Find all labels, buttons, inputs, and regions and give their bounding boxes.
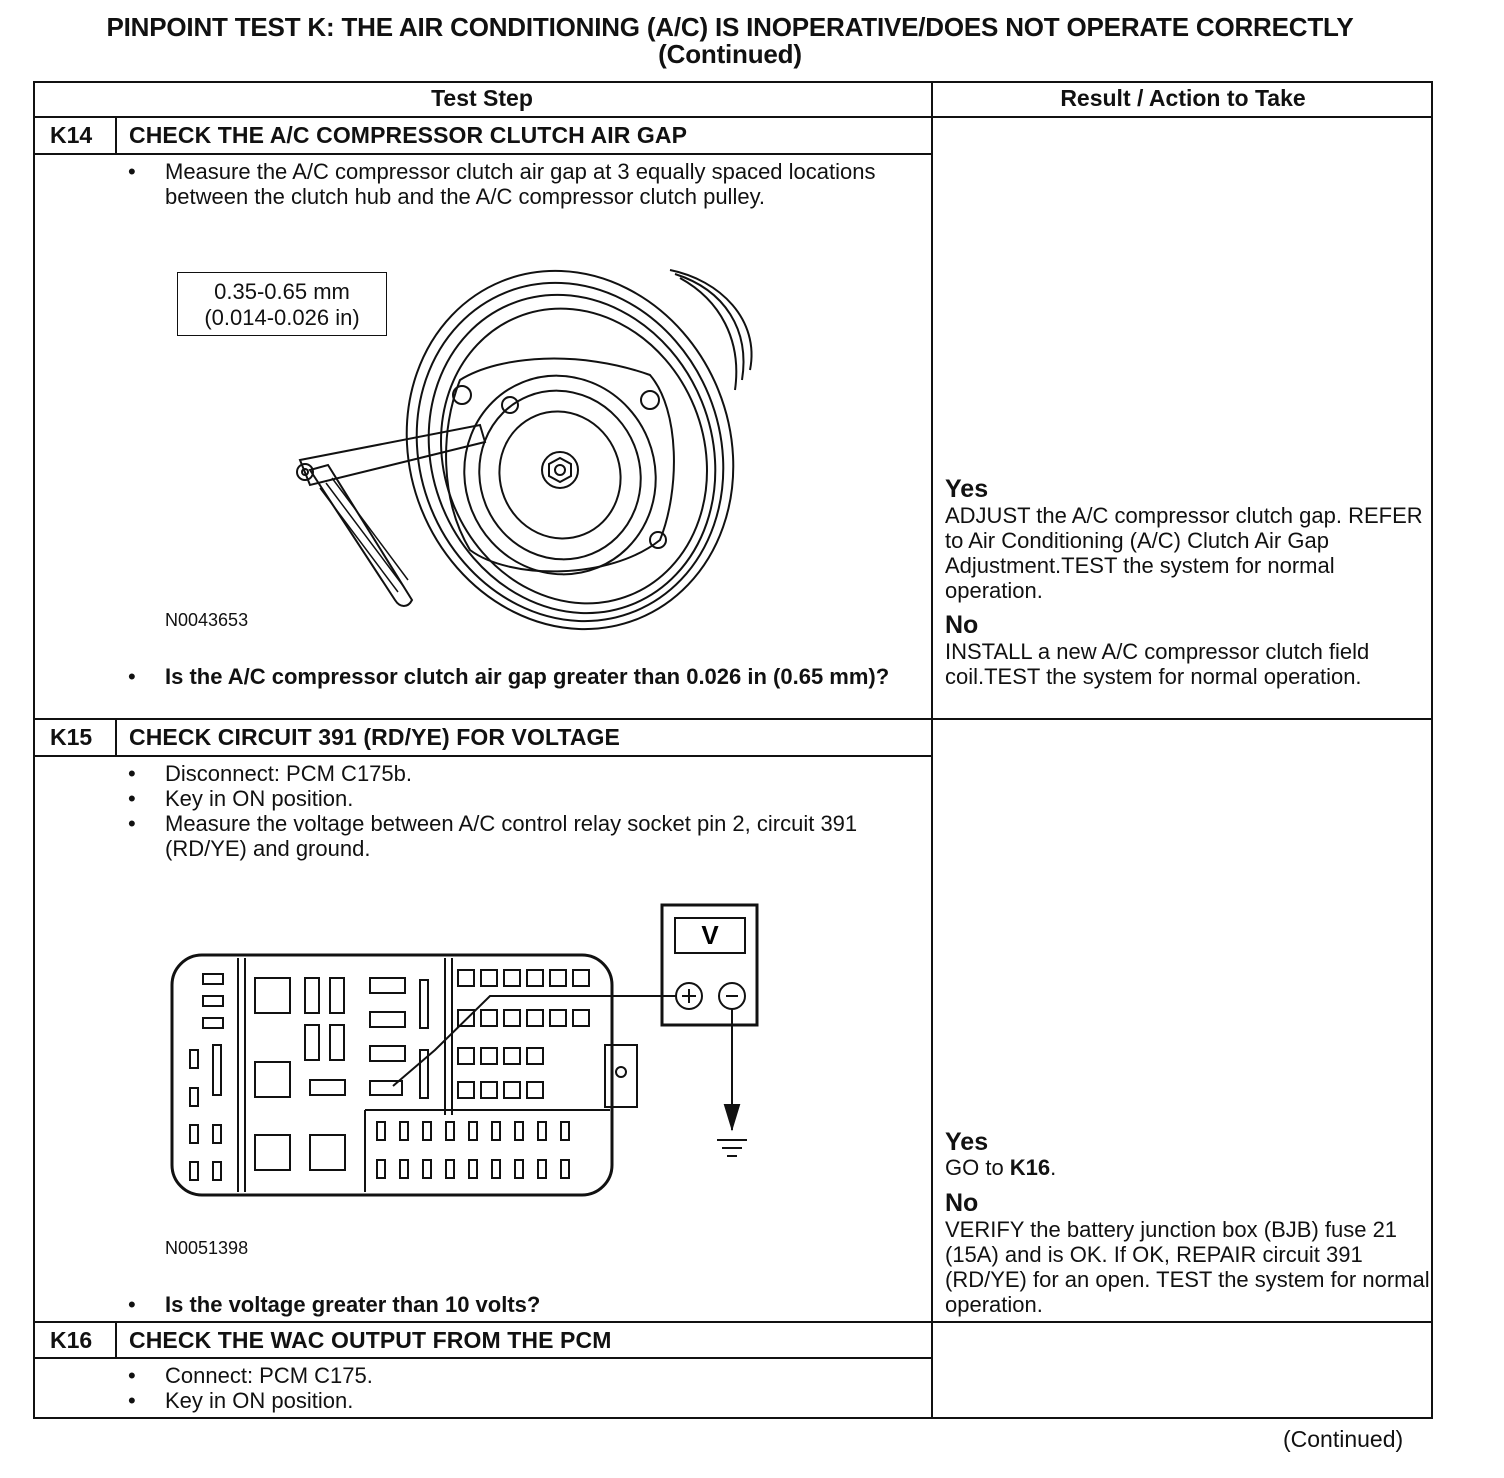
junction-box-voltmeter-illustration: V <box>170 903 759 1197</box>
page-title-line1: PINPOINT TEST K: THE AIR CONDITIONING (A… <box>106 12 1354 42</box>
column-divider <box>931 81 933 1419</box>
air-gap-spec-in: (0.014-0.026 in) <box>204 305 360 330</box>
k15-bullet-3: Measure the voltage between A/C control … <box>165 811 858 861</box>
k16-top-divider <box>33 1321 1433 1323</box>
figure-id-k15: N0051398 <box>165 1238 249 1258</box>
k15-title-divider <box>33 755 931 757</box>
k14-title-divider <box>33 153 931 155</box>
step-id-k14: K14 <box>50 122 93 148</box>
bullet-marker: • <box>128 1388 136 1413</box>
k14-yes-text: ADJUST the A/C compressor clutch gap. RE… <box>945 503 1423 603</box>
air-gap-spec-mm: 0.35-0.65 mm <box>214 279 350 304</box>
voltmeter-symbol: V <box>701 920 719 950</box>
bullet-marker: • <box>128 761 136 786</box>
footer-continued: (Continued) <box>1283 1426 1404 1452</box>
k14-id-divider <box>115 118 117 153</box>
page-title: PINPOINT TEST K: THE AIR CONDITIONING (A… <box>0 14 1460 68</box>
bullet-marker: • <box>128 159 136 184</box>
bullet-marker: • <box>128 811 136 836</box>
step-id-k16: K16 <box>50 1327 93 1353</box>
k15-yes-suffix: . <box>1050 1155 1057 1180</box>
k14-no-text: INSTALL a new A/C compressor clutch fiel… <box>945 639 1370 689</box>
k16-bullet-1: Connect: PCM C175. <box>165 1363 373 1388</box>
k15-bullet-1: Disconnect: PCM C175b. <box>165 761 412 786</box>
k15-no-text: VERIFY the battery junction box (BJB) fu… <box>945 1217 1430 1317</box>
k14-question: Is the A/C compressor clutch air gap gre… <box>165 664 890 689</box>
k14-instruction: Measure the A/C compressor clutch air ga… <box>165 159 876 209</box>
k15-yes-text: GO to K16. <box>945 1155 1430 1180</box>
k15-question: Is the voltage greater than 10 volts? <box>165 1292 541 1317</box>
col-header-test-step: Test Step <box>431 85 533 111</box>
step-title-k16: CHECK THE WAC OUTPUT FROM THE PCM <box>129 1327 612 1353</box>
pinpoint-table <box>33 81 1433 1419</box>
k14-yes-label: Yes <box>945 475 989 503</box>
compressor-clutch-illustration <box>296 269 753 631</box>
k15-yes-prefix: GO to <box>945 1155 1010 1180</box>
k15-no-label: No <box>945 1189 979 1217</box>
k14-no-label: No <box>945 611 979 639</box>
step-title-k14: CHECK THE A/C COMPRESSOR CLUTCH AIR GAP <box>129 122 688 148</box>
page-title-line2: (Continued) <box>658 39 802 69</box>
col-header-result: Result / Action to Take <box>1060 85 1306 111</box>
step-id-k15: K15 <box>50 724 93 750</box>
bullet-marker: • <box>128 786 136 811</box>
k16-title-divider <box>33 1357 931 1359</box>
step-title-k15: CHECK CIRCUIT 391 (RD/YE) FOR VOLTAGE <box>129 724 620 750</box>
k16-bullet-2: Key in ON position. <box>165 1388 354 1413</box>
k15-yes-ref: K16 <box>1009 1155 1051 1180</box>
k15-id-divider <box>115 720 117 755</box>
figure-id-k14: N0043653 <box>165 610 249 630</box>
k15-bullet-2: Key in ON position. <box>165 786 354 811</box>
bullet-marker: • <box>128 1363 136 1388</box>
air-gap-spec-box: 0.35-0.65 mm (0.014-0.026 in) <box>177 272 387 336</box>
k15-yes-label: Yes <box>945 1128 989 1156</box>
k15-top-divider <box>33 718 1433 720</box>
bullet-marker: • <box>128 664 136 689</box>
k16-id-divider <box>115 1323 117 1358</box>
header-divider <box>33 116 1433 118</box>
bullet-marker: • <box>128 1292 136 1317</box>
